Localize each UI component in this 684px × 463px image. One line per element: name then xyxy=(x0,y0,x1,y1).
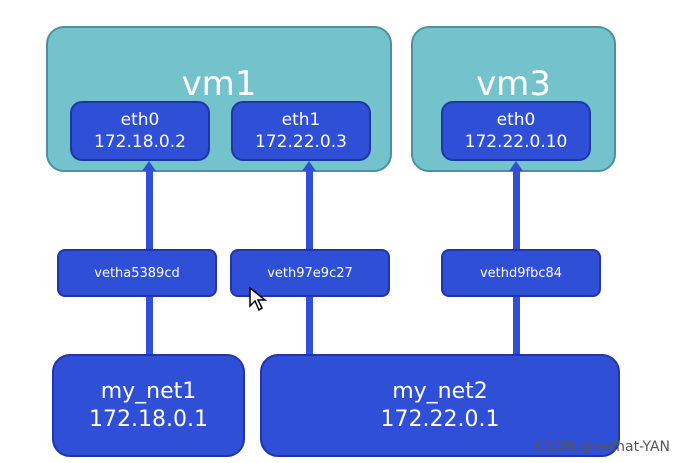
veth-a-label: vetha5389cd xyxy=(94,265,180,281)
arrow-eth0-vm3 xyxy=(509,161,523,171)
vm3-eth0-box: eth0 172.22.0.10 xyxy=(441,101,591,161)
my-net2-box: my_net2 172.22.0.1 xyxy=(260,354,620,457)
arrow-eth0-vm1 xyxy=(142,161,156,171)
my-net2-name: my_net2 xyxy=(392,378,488,404)
my-net2-gateway: 172.22.0.1 xyxy=(380,406,500,432)
vm1-eth1-box: eth1 172.22.0.3 xyxy=(231,101,371,161)
veth-b-box: veth97e9c27 xyxy=(230,249,390,297)
vm1-eth1-name: eth1 xyxy=(281,110,321,130)
watermark: CSDN @redhat-YAN xyxy=(534,439,670,455)
vm3-title: vm3 xyxy=(476,64,551,104)
mouse-cursor-icon xyxy=(249,286,268,312)
vm1-title: vm1 xyxy=(181,64,257,104)
veth-c-label: vethd9fbc84 xyxy=(479,265,563,281)
vm1-eth0-ip: 172.18.0.2 xyxy=(94,132,186,152)
my-net1-gateway: 172.18.0.1 xyxy=(89,406,208,432)
my-net1-box: my_net1 172.18.0.1 xyxy=(52,354,245,457)
vm1-eth0-name: eth0 xyxy=(120,110,160,130)
veth-b-label: veth97e9c27 xyxy=(267,265,353,281)
arrow-eth1-vm1 xyxy=(302,161,316,171)
veth-c-box: vethd9fbc84 xyxy=(441,249,601,297)
veth-a-box: vetha5389cd xyxy=(57,249,217,297)
vm1-eth0-box: eth0 172.18.0.2 xyxy=(70,101,210,161)
vm3-eth0-ip: 172.22.0.10 xyxy=(464,132,568,152)
vm3-eth0-name: eth0 xyxy=(496,110,536,130)
my-net1-name: my_net1 xyxy=(100,378,197,404)
vm1-eth1-ip: 172.22.0.3 xyxy=(255,132,347,152)
